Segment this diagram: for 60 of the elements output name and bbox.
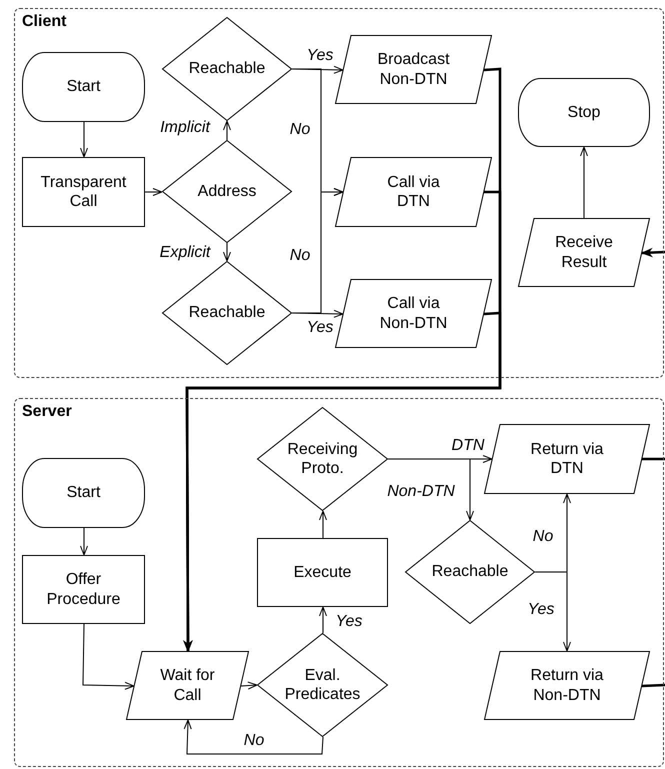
arrow [240, 682, 258, 690]
connector-line [642, 458, 665, 460]
terminal-shape [22, 52, 145, 122]
arrow [534, 572, 571, 652]
arrow [640, 248, 665, 258]
arrow [144, 188, 162, 196]
node-label: Reachable [188, 59, 266, 79]
connector-line [642, 684, 665, 688]
decision-diamond [162, 17, 292, 121]
process-box [22, 157, 145, 227]
node-label: Broadcast Non-DTN [376, 50, 451, 89]
node-label: Stop [568, 102, 600, 122]
arrow [319, 606, 327, 634]
node-label: Return via Non-DTN [530, 666, 604, 705]
node-label: Offer Procedure [46, 570, 122, 609]
arrow [292, 188, 344, 314]
arrow [82, 624, 134, 690]
arrow [223, 242, 231, 262]
terminal-shape [518, 78, 650, 147]
arrow [223, 120, 231, 140]
arrow [319, 510, 327, 538]
io-parallelogram [484, 651, 650, 720]
node-label: Eval. Predicates [284, 666, 362, 704]
node-label: Return via DTN [530, 440, 604, 478]
process-box [257, 538, 388, 607]
arrow [388, 458, 474, 520]
node-label: Transparent Call [40, 172, 128, 212]
arrow [80, 122, 88, 158]
node-label: Wait for Call [159, 666, 216, 705]
io-parallelogram [335, 35, 492, 104]
io-parallelogram [518, 218, 650, 287]
dashed-group-frame [14, 398, 664, 767]
arrow [580, 146, 588, 218]
io-parallelogram [484, 424, 650, 494]
decision-diamond [257, 407, 388, 511]
node-label: Start [66, 483, 100, 503]
terminal-shape [22, 458, 145, 528]
node-label: Receive Result [554, 233, 614, 272]
group-title: Client [22, 13, 66, 31]
io-parallelogram [335, 157, 492, 227]
node-label: Address [198, 182, 256, 202]
process-box [22, 555, 145, 624]
io-parallelogram [335, 279, 492, 348]
node-label: Call via Non-DTN [378, 294, 448, 333]
arrow [183, 312, 502, 652]
decision-diamond [162, 140, 292, 243]
node-label: Call via DTN [386, 172, 441, 212]
arrow [184, 720, 324, 754]
dashed-group-frame [14, 8, 664, 378]
decision-diamond [162, 261, 292, 365]
edge-label: Implicit [159, 119, 211, 137]
node-label: Reachable [188, 303, 266, 323]
node-label: Execute [294, 562, 352, 582]
io-parallelogram [126, 651, 249, 720]
node-label: Reachable [432, 562, 508, 582]
node-label: Start [66, 77, 100, 97]
arrow [80, 528, 88, 556]
edge-label: Explicit [158, 244, 212, 262]
node-label: Receiving Proto. [286, 440, 359, 478]
group-title: Server [22, 403, 72, 421]
